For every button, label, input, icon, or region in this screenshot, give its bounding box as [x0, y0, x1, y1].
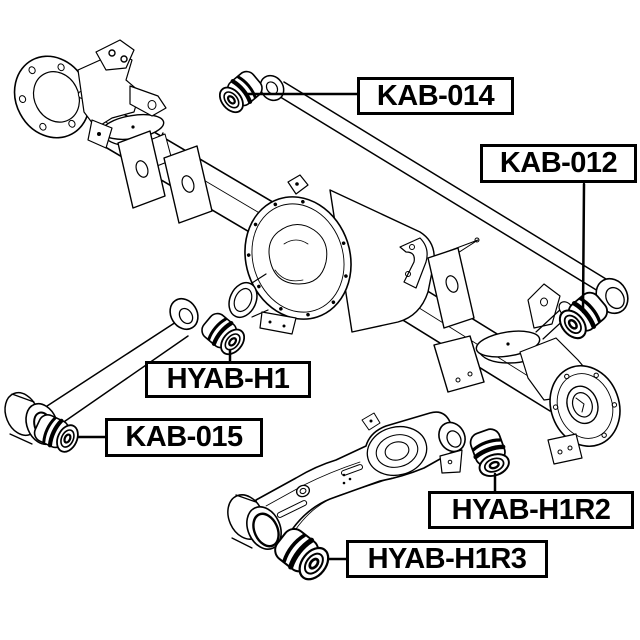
part-label-kab-015[interactable]: KAB-015: [105, 418, 263, 457]
lower-control-arm: [227, 411, 466, 550]
part-label-hyab-h1r3[interactable]: HYAB-H1R3: [346, 540, 548, 578]
part-label-hyab-h1[interactable]: HYAB-H1: [145, 361, 311, 398]
bushing-hyab-h1r2: [468, 426, 512, 479]
right-hub-flange: [519, 283, 621, 465]
bushing-kab-014: [215, 68, 266, 117]
right-spring-brackets: [399, 237, 541, 393]
part-label-hyab-h1r2[interactable]: HYAB-H1R2: [428, 491, 634, 529]
part-label-kab-012[interactable]: KAB-012: [480, 144, 637, 183]
leader-lines: [77, 92, 586, 561]
left-hub-flange: [13, 39, 167, 149]
leader-kab-012: [581, 182, 586, 314]
differential-housing: [228, 174, 480, 335]
part-label-kab-014[interactable]: KAB-014: [357, 77, 514, 115]
left-spring-brackets: [117, 130, 213, 224]
